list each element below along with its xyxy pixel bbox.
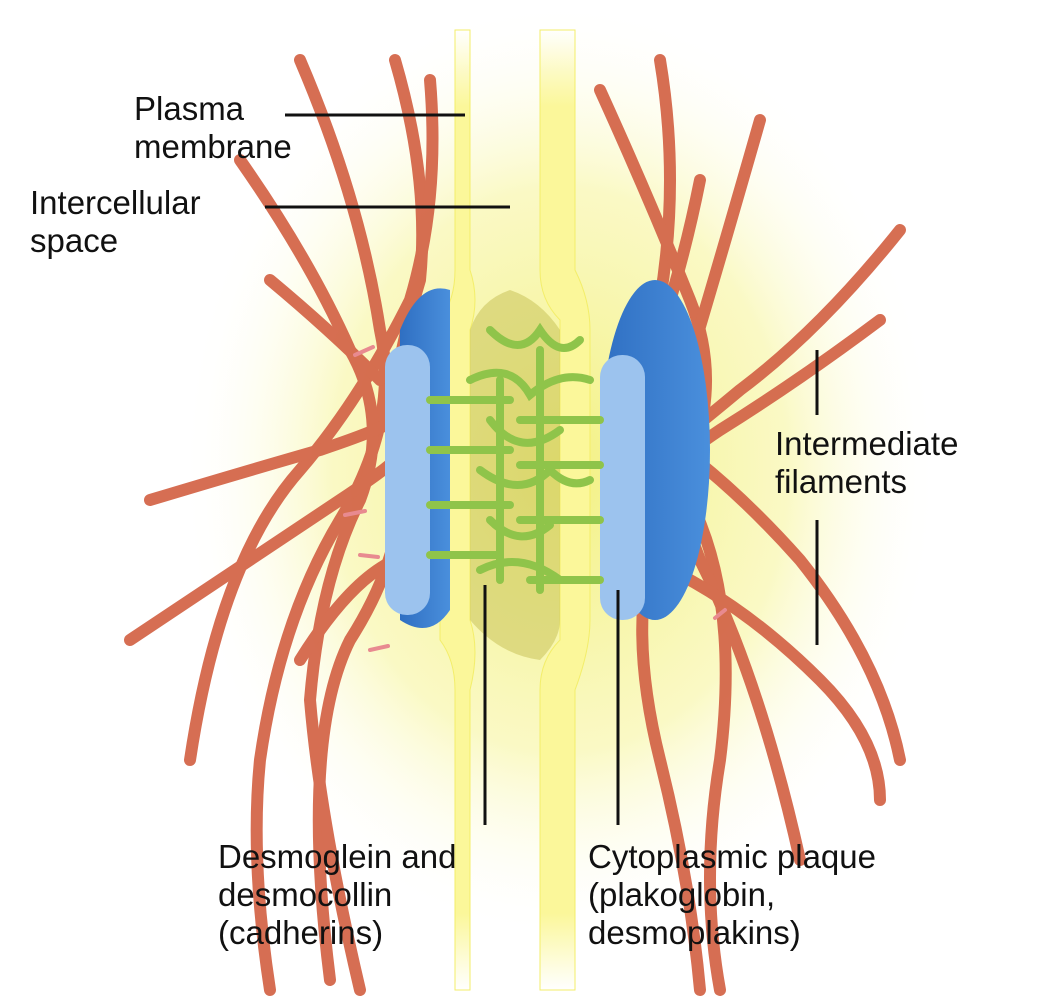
cadherins-label: Desmoglein and desmocollin (cadherins) <box>218 838 457 951</box>
left-filaments <box>124 54 439 996</box>
plaque-label: Cytoplasmic plaque (plakoglobin, desmopl… <box>588 838 876 951</box>
left-plaque <box>385 288 450 628</box>
leader-lines <box>265 113 819 825</box>
intermediate-filaments-label: Intermediate filaments <box>775 425 959 500</box>
right-plaque <box>600 280 710 620</box>
plasma-membrane-label: Plasma membrane <box>134 90 292 165</box>
cadherin-lattice <box>426 322 604 594</box>
intercellular-space-label: Intercellular space <box>30 184 201 259</box>
